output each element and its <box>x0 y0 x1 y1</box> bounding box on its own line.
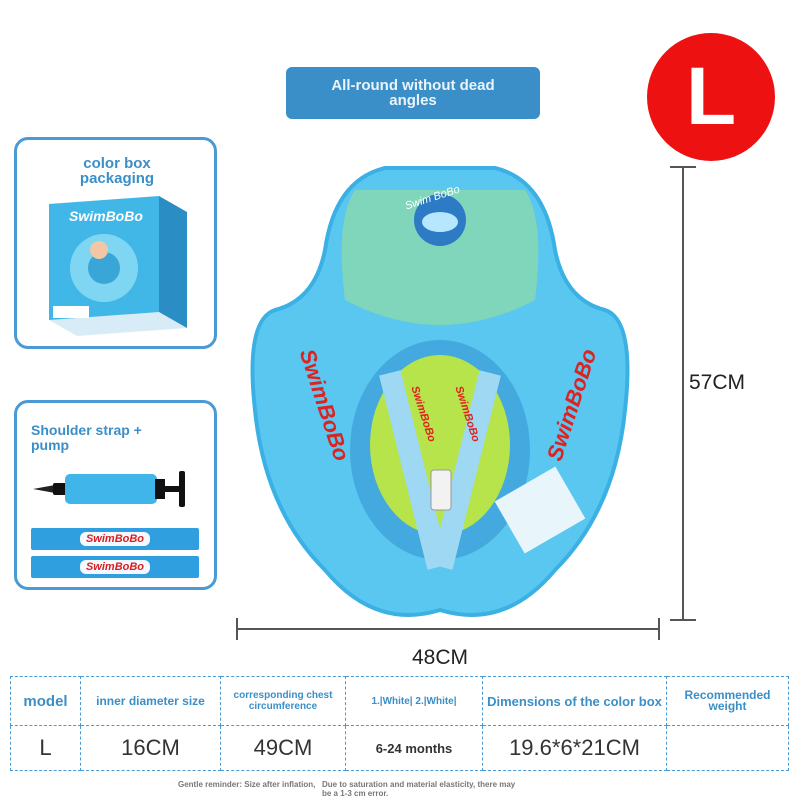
height-dimension-label: 57CM <box>689 371 746 394</box>
pump-icon <box>33 471 185 507</box>
height-dimension-line <box>682 166 684 620</box>
header-color: 1.|White| 2.|White| <box>345 676 483 726</box>
value-recommended-weight <box>666 725 789 771</box>
spec-table: model inner diameter size corresponding … <box>10 676 789 771</box>
width-dimension-cap-right <box>658 618 660 640</box>
value-chest-circumference: 49CM <box>220 725 346 771</box>
height-dimension-cap-top <box>670 166 696 168</box>
color-box-image <box>49 196 187 336</box>
strap-brand-2: SwimBoBo <box>79 560 151 574</box>
accessories-title: Shoulder strap + pump <box>31 422 142 453</box>
shoulder-strap-1: SwimBoBo <box>31 528 199 550</box>
strap-brand-1: SwimBoBo <box>79 532 151 546</box>
header-box-dimensions: Dimensions of the color box <box>482 676 667 726</box>
accessories-panel: Shoulder strap + pump SwimBoBo SwimBoBo <box>14 400 217 590</box>
value-inner-diameter: 16CM <box>80 725 221 771</box>
feature-banner-text: All-round without dead angles <box>331 77 495 109</box>
color-box-panel: color box packaging SwimBoBo <box>14 137 217 349</box>
value-model: L <box>10 725 81 771</box>
baby-swim-float-image <box>250 166 630 617</box>
spec-value-row: L 16CM 49CM 6-24 months 19.6*6*21CM <box>10 725 789 771</box>
width-dimension-line <box>236 628 660 630</box>
width-dimension-label: 48CM <box>412 646 469 669</box>
value-box-dimensions: 19.6*6*21CM <box>482 725 667 771</box>
color-box-brand: SwimBoBo <box>69 208 143 224</box>
width-dimension-cap-left <box>236 618 238 640</box>
footer-note-size: Gentle reminder: Size after inflation, <box>178 780 316 789</box>
header-chest-circumference: corresponding chest circumference <box>220 676 346 726</box>
spec-header-row: model inner diameter size corresponding … <box>10 676 789 726</box>
value-age: 6-24 months <box>345 725 483 771</box>
header-recommended-weight: Recommended weight <box>666 676 789 726</box>
footer-note-error: Due to saturation and material elasticit… <box>322 780 516 798</box>
header-inner-diameter: inner diameter size <box>80 676 221 726</box>
header-model: model <box>10 676 81 726</box>
color-box-title: color box packaging <box>79 155 155 187</box>
size-badge: L <box>647 33 775 161</box>
feature-banner: All-round without dead angles <box>286 67 540 119</box>
shoulder-strap-2: SwimBoBo <box>31 556 199 578</box>
height-dimension-cap-bottom <box>670 619 696 621</box>
